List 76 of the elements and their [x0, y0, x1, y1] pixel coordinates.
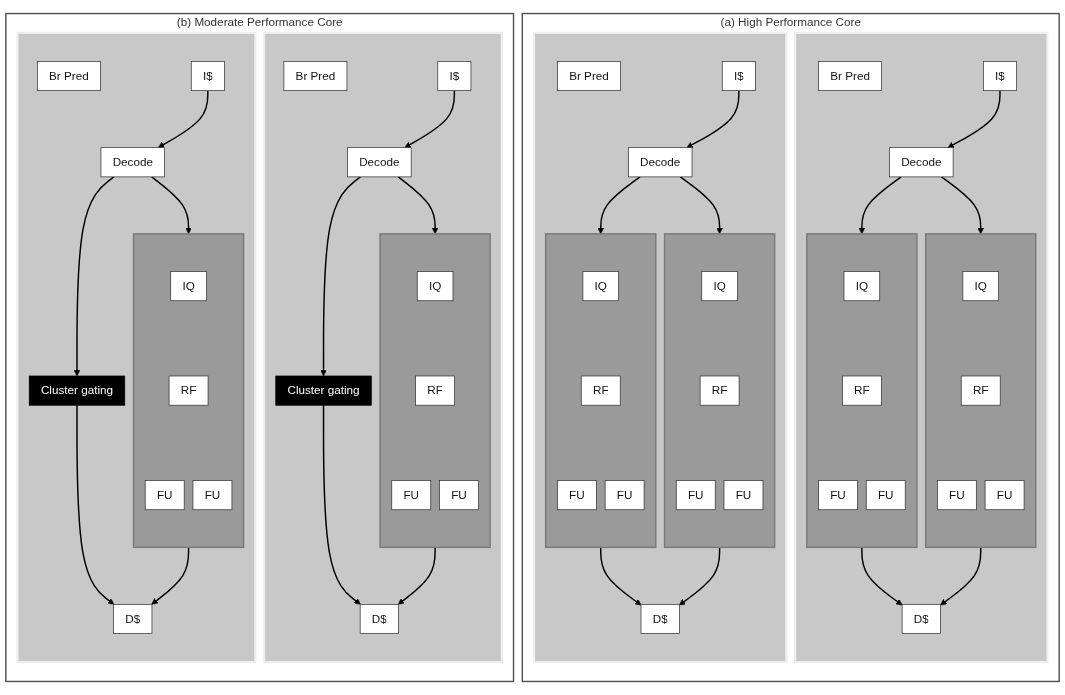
- cluster: [132, 233, 245, 549]
- node-box: FU: [192, 480, 233, 511]
- node-box: FU: [557, 480, 597, 511]
- arrow: [76, 404, 115, 605]
- node-box: D$: [113, 604, 153, 634]
- arrow: [157, 89, 209, 148]
- node-box: FU: [937, 480, 977, 511]
- node-box: I$: [983, 61, 1017, 91]
- node-box: FU: [984, 480, 1025, 511]
- arrow: [597, 176, 641, 235]
- arrow: [322, 404, 361, 605]
- node-box: Br Pred: [557, 61, 621, 91]
- node-box: IQ: [701, 271, 738, 302]
- cluster: [263, 31, 503, 664]
- arrow: [858, 176, 902, 235]
- cluster: [663, 233, 776, 549]
- node-box: FU: [391, 480, 432, 511]
- node-label: (a) High Performance Core: [720, 15, 861, 29]
- arrow: [397, 176, 439, 235]
- node-box: FU: [723, 480, 764, 511]
- arrow: [940, 546, 982, 606]
- node-box: Cluster gating: [275, 375, 372, 406]
- node-box: Cluster gating: [28, 375, 126, 406]
- node-label: (b) Moderate Performance Core: [176, 15, 343, 29]
- node-box: IQ: [416, 271, 454, 302]
- arrow: [679, 546, 721, 606]
- node-box: D$: [901, 604, 941, 634]
- arrow: [150, 176, 192, 235]
- cluster: [16, 31, 257, 664]
- node-box: D$: [359, 604, 399, 634]
- arrow: [861, 546, 903, 606]
- cluster: [5, 12, 515, 683]
- arrow: [600, 546, 642, 606]
- arrow: [73, 176, 115, 377]
- node-box: Br Pred: [818, 61, 882, 91]
- node-box: RF: [580, 375, 621, 406]
- node-box: IQ: [582, 271, 619, 302]
- node-box: RF: [415, 375, 455, 406]
- node-box: FU: [604, 480, 645, 511]
- node-box: Decode: [347, 147, 412, 178]
- node-box: FU: [818, 480, 858, 511]
- node-box: RF: [842, 375, 882, 406]
- arrow: [686, 89, 740, 148]
- cluster: [379, 233, 491, 549]
- node-box: I$: [190, 61, 225, 91]
- node-box: IQ: [170, 271, 207, 302]
- arrow: [397, 546, 436, 605]
- cluster: [794, 31, 1049, 664]
- node-box: FU: [439, 480, 479, 511]
- node-box: FU: [144, 480, 185, 511]
- cluster: [544, 233, 657, 549]
- arrow: [404, 89, 456, 148]
- cluster: [521, 12, 1060, 683]
- node-box: IQ: [843, 271, 881, 302]
- node-box: Br Pred: [37, 61, 101, 91]
- node-box: D$: [640, 604, 680, 634]
- node-box: I$: [437, 61, 472, 91]
- cluster: [532, 31, 788, 664]
- arrow: [940, 176, 984, 235]
- node-box: RF: [168, 375, 209, 406]
- node-box: Decode: [889, 147, 954, 178]
- arrow: [947, 89, 1001, 148]
- node-box: Decode: [100, 147, 165, 178]
- arrow: [679, 176, 723, 235]
- node-box: RF: [960, 375, 1001, 406]
- node-box: IQ: [962, 271, 999, 302]
- node-box: Br Pred: [283, 61, 348, 91]
- arrow: [151, 546, 190, 605]
- node-box: FU: [675, 480, 716, 511]
- cluster: [924, 233, 1037, 549]
- node-box: FU: [865, 480, 906, 511]
- node-box: Decode: [627, 147, 693, 178]
- node-box: I$: [721, 61, 756, 91]
- cluster: [806, 233, 918, 549]
- arrow: [320, 176, 362, 377]
- node-box: RF: [699, 375, 740, 406]
